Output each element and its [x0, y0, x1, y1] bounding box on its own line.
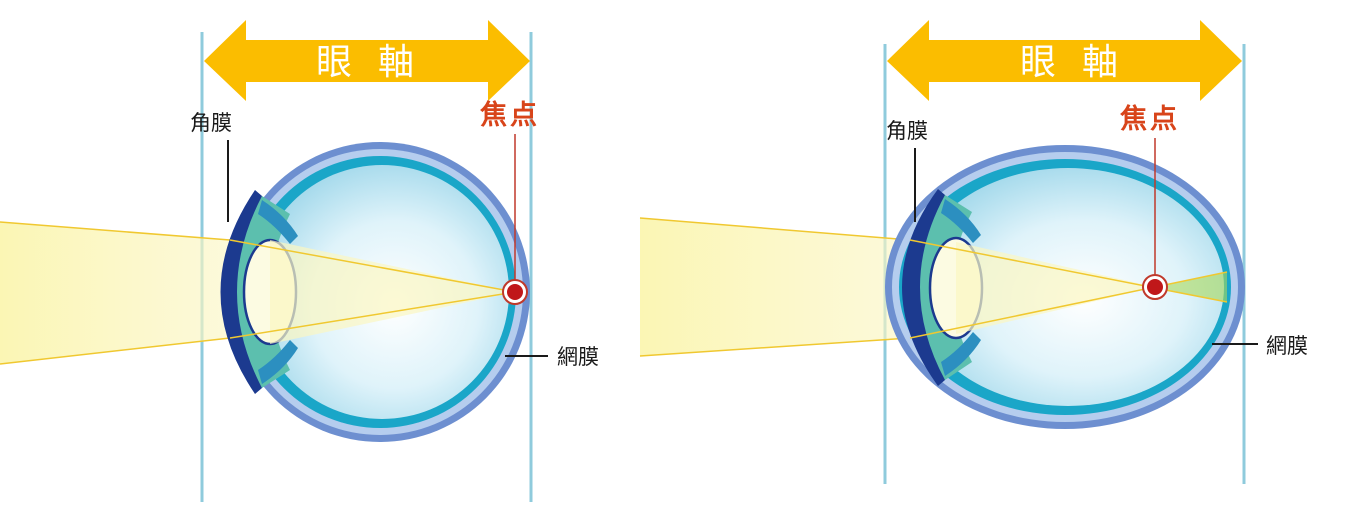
focal-point [507, 284, 523, 300]
diverging-beam [1155, 272, 1227, 302]
axial-length-arrow-2 [887, 20, 1242, 101]
iris-top [258, 200, 298, 244]
focused-beam-2 [956, 242, 1155, 334]
retina-label-2: 網膜 [1266, 334, 1308, 358]
cornea-label-2: 角膜 [886, 119, 928, 143]
focus-label: 焦点 [480, 99, 540, 131]
focused-ray-top-2 [909, 239, 1228, 303]
iris-bottom-2 [941, 332, 981, 376]
focused-ray-bottom [229, 291, 516, 339]
focused-ray-bottom-2 [909, 271, 1228, 339]
cornea-label: 角膜 [190, 111, 232, 135]
light-beam [0, 222, 230, 364]
retina-label: 網膜 [557, 345, 599, 369]
cornea-shape [220, 190, 262, 394]
light-ray-bottom [0, 337, 231, 365]
axial-length-label: 眼軸 [316, 42, 440, 83]
focused-beam [270, 240, 515, 344]
light-ray-top [0, 221, 231, 241]
normal-eye-panel: 眼軸 焦点 角膜 網膜 [0, 20, 599, 502]
focal-point-2 [1147, 279, 1163, 295]
axial-length-label-2: 眼軸 [1020, 42, 1144, 83]
iris-top-2 [941, 199, 981, 243]
axial-length-arrow [204, 20, 530, 101]
light-ray-bottom-2 [639, 337, 911, 357]
focused-ray-top [229, 239, 516, 293]
light-ray-top-2 [639, 217, 911, 241]
iris-bottom [258, 340, 298, 384]
light-beam-2 [640, 218, 910, 356]
focus-label-2: 焦点 [1120, 103, 1180, 135]
myopic-eye-panel: 眼軸 焦点 角膜 網膜 [639, 20, 1308, 484]
